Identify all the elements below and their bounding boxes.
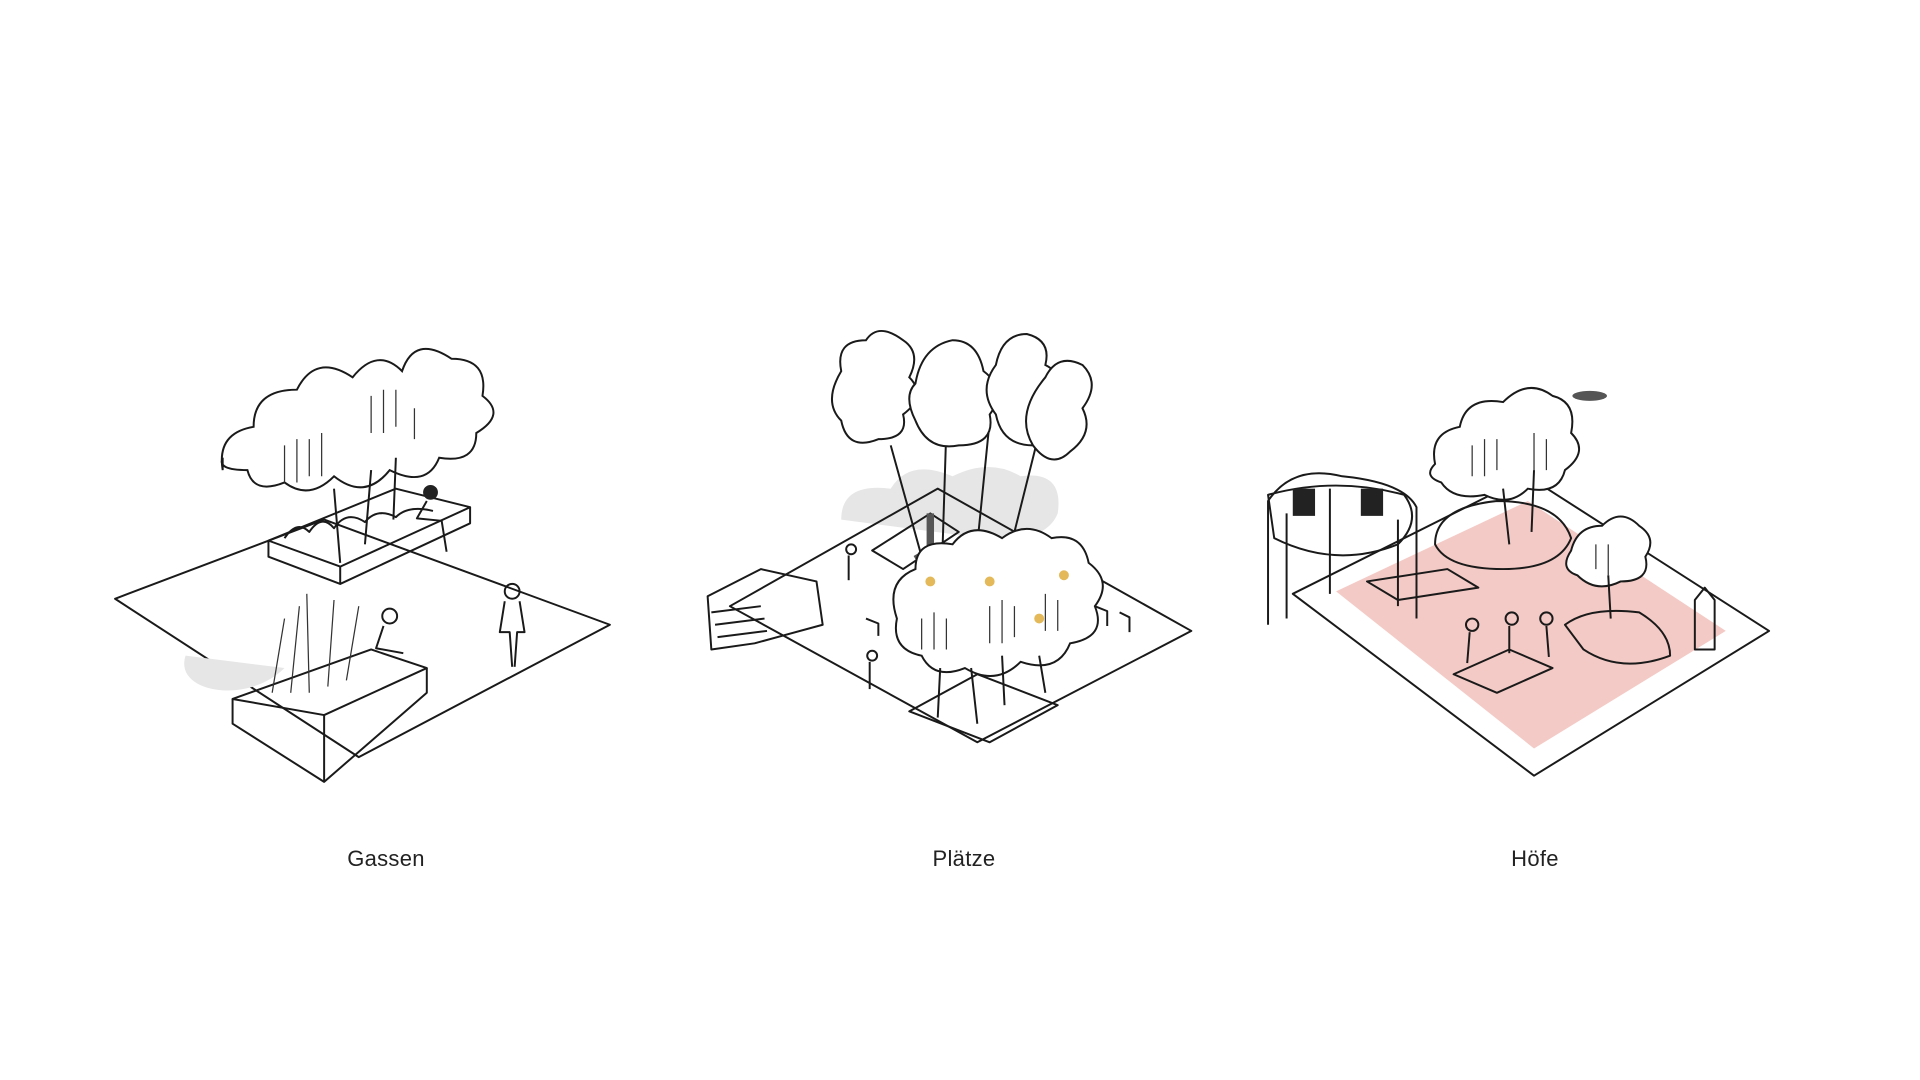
person [375, 607, 404, 655]
plaetze-ground [728, 487, 1193, 744]
table [1366, 568, 1480, 601]
table [1452, 648, 1554, 694]
stairs [706, 568, 824, 651]
plaetze-illustration [706, 329, 1193, 744]
tree [220, 347, 495, 492]
rocket [1693, 586, 1716, 651]
chair [865, 605, 1131, 636]
hoefe-illustration [1267, 387, 1771, 777]
person [415, 484, 448, 552]
flag [1360, 488, 1384, 516]
drone [1572, 390, 1608, 401]
person [1539, 611, 1554, 657]
person [1504, 611, 1519, 654]
flag [1292, 488, 1316, 516]
person [1464, 617, 1480, 664]
planter-round [1563, 609, 1672, 665]
person [498, 582, 526, 667]
gassen-illustration [114, 347, 611, 783]
person [845, 543, 858, 581]
person [866, 649, 879, 690]
label-plaetze: Plätze [932, 846, 996, 871]
hoefe-carpet [1336, 501, 1726, 749]
planter-round [1434, 500, 1573, 571]
label-hoefe: Höfe [1511, 846, 1559, 871]
tree-group [892, 527, 1104, 677]
gassen-ground [114, 518, 611, 759]
tree-canopy [830, 329, 1093, 461]
label-gassen: Gassen [347, 846, 425, 871]
